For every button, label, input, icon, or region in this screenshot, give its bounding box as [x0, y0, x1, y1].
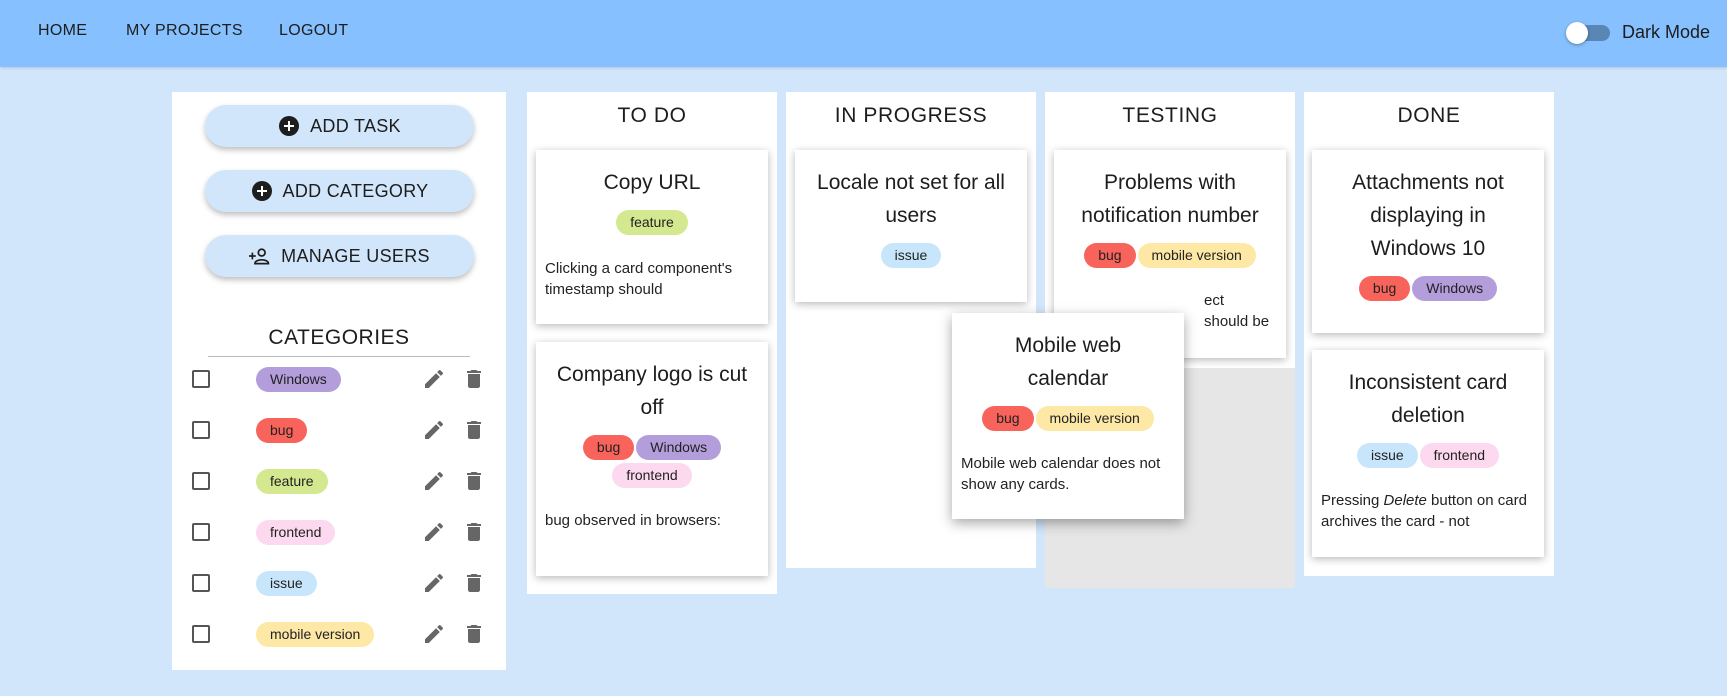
categories-heading: CATEGORIES [208, 326, 470, 357]
tag-windows: Windows [636, 435, 722, 460]
column-title: IN PROGRESS [834, 104, 988, 127]
card-description-line2: should be [1204, 313, 1270, 330]
column-title: TESTING [1122, 104, 1218, 127]
card-description-emphasis: Delete [1383, 492, 1427, 509]
edit-icon[interactable] [422, 571, 446, 595]
edit-icon[interactable] [422, 367, 446, 391]
category-row: issue [172, 568, 506, 598]
tag-frontend: frontend [1419, 443, 1500, 468]
category-checkbox[interactable] [192, 523, 210, 541]
tag-frontend: frontend [612, 463, 692, 488]
edit-icon[interactable] [422, 469, 446, 493]
category-pill: frontend [256, 520, 336, 545]
column-title: TO DO [617, 104, 687, 127]
add-task-label: ADD TASK [310, 115, 401, 136]
tag-bug: bug [582, 435, 635, 460]
category-row: feature [172, 466, 506, 496]
tag-issue: issue [1356, 443, 1418, 468]
card-title: Inconsistent card deletion [1348, 371, 1508, 427]
tag-bug: bug [1358, 276, 1411, 301]
task-card[interactable]: Locale not set for all users issue [795, 150, 1027, 302]
card-tags: feature [536, 210, 768, 238]
tag-windows: Windows [1412, 276, 1498, 301]
tag-issue: issue [880, 243, 942, 268]
card-title: Problems with notification number [1081, 171, 1259, 227]
category-row: frontend [172, 517, 506, 547]
manage-users-label: MANAGE USERS [281, 245, 430, 266]
tag-feature: feature [616, 210, 688, 235]
card-description-post: button on card archives the card - not [1321, 492, 1527, 530]
card-title: Copy URL [603, 171, 701, 194]
category-checkbox[interactable] [192, 421, 210, 439]
category-checkbox[interactable] [192, 625, 210, 643]
add-person-icon [249, 245, 271, 267]
nav-my-projects-link[interactable]: MY PROJECTS [126, 22, 243, 39]
card-description: ect [1204, 292, 1225, 309]
tag-mobile-version: mobile version [1137, 243, 1256, 268]
delete-icon[interactable] [462, 367, 486, 391]
card-description: Pressing Delete button on card archives … [1312, 490, 1544, 532]
tag-bug: bug [982, 406, 1034, 431]
dark-mode-toggle-knob [1566, 22, 1588, 44]
delete-icon[interactable] [462, 622, 486, 646]
tag-mobile-version: mobile version [1035, 406, 1154, 431]
task-card[interactable]: Attachments not displaying in Windows 10… [1312, 150, 1544, 333]
dark-mode-toggle[interactable] [1566, 22, 1610, 44]
add-task-button[interactable]: ADD TASK [205, 105, 474, 147]
task-card[interactable]: Copy URL feature Clicking a card compone… [536, 150, 768, 324]
nav-logout-link[interactable]: LOGOUT [279, 22, 349, 39]
dark-mode-label: Dark Mode [1622, 22, 1711, 42]
card-title: Company logo is cut off [556, 363, 748, 419]
category-pill: bug [256, 418, 308, 443]
card-title: Locale not set for all users [817, 171, 1005, 227]
manage-users-button[interactable]: MANAGE USERS [205, 235, 474, 277]
delete-icon[interactable] [462, 469, 486, 493]
category-checkbox[interactable] [192, 370, 210, 388]
category-checkbox[interactable] [192, 574, 210, 592]
category-row: bug [172, 415, 506, 445]
card-description: bug observed in browsers: [545, 512, 721, 529]
card-description-pre: Pressing [1321, 492, 1384, 509]
category-pill: issue [256, 571, 317, 596]
edit-icon[interactable] [422, 622, 446, 646]
nav-home-link[interactable]: HOME [38, 22, 88, 39]
delete-icon[interactable] [462, 571, 486, 595]
delete-icon[interactable] [462, 520, 486, 544]
add-category-label: ADD CATEGORY [282, 180, 429, 201]
category-checkbox[interactable] [192, 472, 210, 490]
column-todo: TO DO Copy URL feature Clicking a card c… [527, 92, 777, 594]
delete-icon[interactable] [462, 418, 486, 442]
category-pill: mobile version [256, 622, 375, 647]
edit-icon[interactable] [422, 418, 446, 442]
tag-bug: bug [1084, 243, 1136, 268]
category-row: mobile version [172, 619, 506, 649]
add-circle-icon [278, 115, 300, 137]
column-done: DONE Attachments not displaying in Windo… [1304, 92, 1554, 576]
category-row: Windows [172, 364, 506, 394]
card-tags: issue [795, 243, 1027, 271]
edit-icon[interactable] [422, 520, 446, 544]
sidebar: ADD TASK ADD CATEGORY MANAGE USERS CATEG… [172, 92, 506, 670]
add-circle-icon [251, 180, 273, 202]
column-title: DONE [1397, 104, 1461, 127]
card-title: Attachments not displaying in Windows 10 [1352, 171, 1504, 260]
card-description: Clicking a card component's timestamp sh… [545, 260, 733, 298]
card-description: Mobile web calendar does not show any ca… [961, 455, 1161, 493]
add-category-button[interactable]: ADD CATEGORY [205, 170, 474, 212]
card-title: Mobile web calendar [1014, 334, 1122, 390]
category-pill: Windows [256, 367, 341, 392]
top-navbar: HOME MY PROJECTS LOGOUT Dark Mode [0, 0, 1727, 67]
category-pill: feature [256, 469, 328, 494]
